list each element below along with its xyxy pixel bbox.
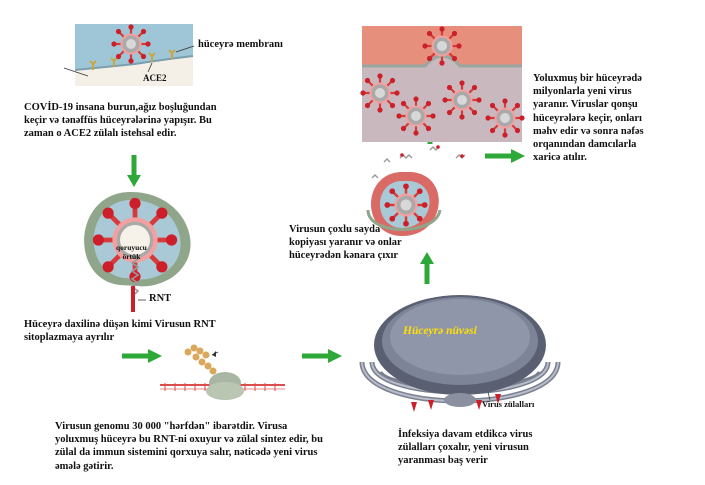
step-entry-text: COVİD-19 insana burun,ağız boşluğundan k… — [24, 102, 217, 140]
arrow-step3-to-4 — [302, 349, 342, 363]
label-virus-proteins: Virus zülalları — [482, 399, 535, 409]
label-capsid: qoruyucu örtük — [116, 243, 147, 261]
label-ace2: ACE2 — [143, 73, 167, 83]
step-spread-text: Yoluxmuş bir hüceyrədə milyonlarla yeni … — [533, 73, 644, 164]
label-rna: RNT — [149, 293, 172, 304]
budding-panel — [366, 145, 466, 236]
release-panel — [359, 25, 526, 142]
released-virus-1 — [421, 25, 463, 67]
step-replication-text: Virusun çoxlu sayda kopiyası yaranır və … — [289, 224, 402, 262]
released-virus-5 — [484, 97, 526, 139]
released-virus-3 — [395, 95, 437, 137]
step-assembly-text: İnfeksiya davam etdikcə virus zülalları … — [398, 429, 533, 467]
nucleus-panel — [359, 295, 561, 412]
attachment-panel — [63, 23, 195, 86]
arrow-step2-to-3 — [122, 349, 162, 363]
step-rna-release-text: Hüceyrə daxilinə düşən kimi Virusun RNT … — [24, 319, 216, 344]
endosome-panel — [84, 191, 191, 312]
arrow-step6-to-text — [485, 149, 525, 163]
step-translation-text: Virusun genomu 30 000 "hərfdən" ibarətdi… — [55, 421, 323, 472]
translation-panel — [122, 344, 285, 400]
label-cell-nucleus: Hüceyrə nüvəsi — [403, 325, 477, 337]
label-cell-membrane: hüceyrə membranı — [198, 39, 283, 50]
released-virus-2 — [359, 72, 401, 114]
released-virus-4 — [441, 79, 483, 121]
budding-virus — [383, 182, 429, 228]
arrow-step1-to-2 — [127, 155, 141, 187]
virus-attaching — [110, 23, 152, 65]
